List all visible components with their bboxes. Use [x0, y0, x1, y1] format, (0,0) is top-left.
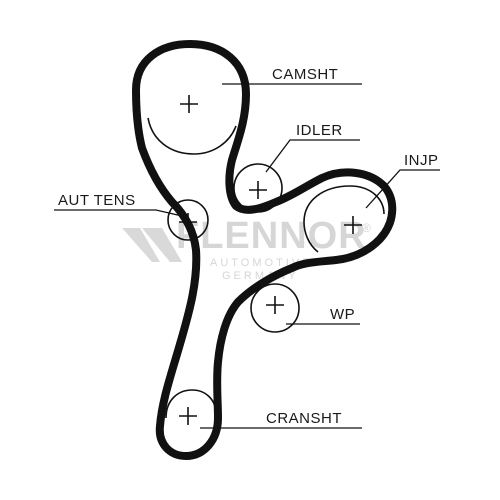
water-pump-pulley	[250, 283, 300, 333]
auttens-leader	[54, 209, 183, 217]
crankshaft-pulley	[165, 389, 217, 425]
watermark-registered-mark: ®	[362, 221, 371, 235]
camshaft-label: CAMSHT	[272, 66, 338, 83]
injp-leader	[365, 169, 440, 209]
watermark-line1: AUTOMOTIVE	[210, 257, 313, 269]
crankshaft-label: CRANSHT	[266, 410, 342, 427]
watermark-logo-stripe	[142, 228, 182, 262]
idler-leader	[265, 139, 360, 173]
injection-pump-label: INJP	[404, 152, 439, 169]
water-pump-label: WP	[330, 306, 355, 323]
auto-tensioner-pulley	[167, 199, 209, 241]
idler-pulley	[233, 163, 283, 213]
idler-label: IDLER	[296, 122, 343, 139]
camshaft-pulley	[147, 95, 237, 155]
timing-belt	[132, 40, 397, 460]
watermark-logo-icon	[122, 228, 160, 262]
watermark: FLENNOR ® AUTOMOTIVE GERMANY	[122, 215, 371, 282]
auto-tensioner-label: AUT TENS	[58, 192, 136, 209]
watermark-brand: FLENNOR	[176, 215, 367, 257]
injection-pump-pulley	[303, 185, 385, 253]
leader-lines	[54, 83, 440, 429]
